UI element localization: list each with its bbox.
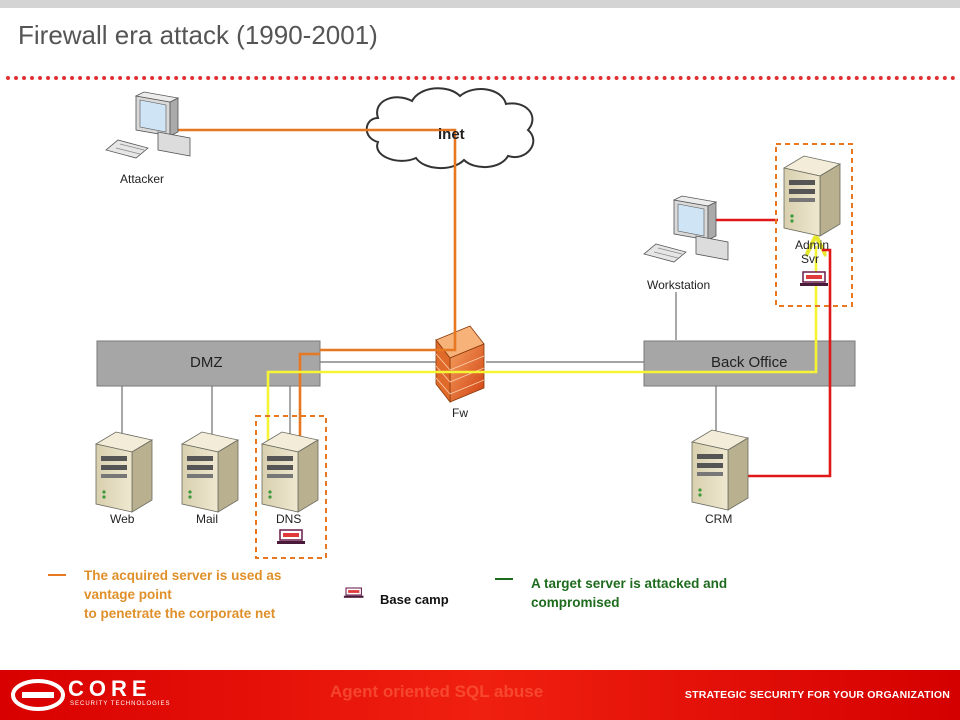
- dns-highlight-box: [255, 415, 327, 559]
- dns-server-icon: [261, 431, 319, 513]
- page-title: Firewall era attack (1990-2001): [18, 20, 378, 50]
- title-divider: [6, 76, 956, 80]
- web-server-icon: [95, 431, 153, 513]
- mail-server-icon: [181, 431, 239, 513]
- top-bar: [0, 0, 960, 8]
- admin-server-icon: [783, 155, 841, 237]
- logo-text: CORE: [68, 676, 152, 701]
- dmz-segment: [96, 340, 321, 387]
- green-legend-text: A target server is attacked and compromi…: [531, 574, 727, 612]
- network-wiring: [121, 292, 717, 440]
- yellow-pivot-path: [266, 246, 816, 464]
- orange-legend-dash: [48, 574, 66, 576]
- footer-bar: CORE SECURITY TECHNOLOGIES Agent oriente…: [0, 670, 960, 720]
- web-label: Web: [110, 512, 135, 526]
- attacker-computer-icon: [105, 91, 191, 159]
- footer-subtitle: Agent oriented SQL abuse: [330, 682, 544, 701]
- workstation-computer-icon: [643, 195, 729, 263]
- green-legend-line1: A target server is attacked and: [531, 576, 728, 591]
- attacker-label: Attacker: [120, 172, 165, 186]
- admin-svr-label-line1: Admin: [795, 238, 830, 252]
- dns-label: DNS: [276, 512, 302, 526]
- firewall-icon: [435, 325, 485, 404]
- inet-label: inet: [438, 126, 465, 143]
- orange-legend-line2: vantage point: [84, 587, 172, 602]
- base-camp-legend-label: Base camp: [380, 592, 449, 607]
- mail-label: Mail: [196, 512, 219, 526]
- back-office-label: Back Office: [711, 354, 788, 371]
- inet-cloud: [365, 87, 535, 169]
- red-crm-path: [734, 248, 832, 476]
- workstation-label: Workstation: [647, 278, 711, 292]
- orange-legend-line1: The acquired server is used as: [84, 568, 282, 583]
- green-legend-dash: [495, 578, 513, 580]
- crm-server-icon: [691, 429, 749, 511]
- base-camp-icon-admin: [799, 271, 829, 287]
- footer-tagline: STRATEGIC SECURITY FOR YOUR ORGANIZATION: [684, 689, 950, 701]
- crm-label: CRM: [705, 512, 733, 526]
- back-office-segment: [643, 340, 856, 387]
- orange-legend-line3: to penetrate the corporate net: [84, 606, 276, 621]
- green-legend-line2: compromised: [531, 595, 620, 610]
- base-camp-icon-dns: [276, 529, 306, 545]
- admin-svr-highlight-box: [775, 143, 853, 307]
- orange-dns-path: [300, 352, 320, 464]
- orange-legend-text: The acquired server is used as vantage p…: [84, 566, 281, 623]
- admin-svr-label-line2: Svr: [801, 252, 819, 266]
- base-camp-legend-icon: [343, 587, 365, 599]
- core-logo-icon: [11, 679, 65, 711]
- logo-subtext: SECURITY TECHNOLOGIES: [70, 701, 171, 707]
- firewall-label: Fw: [452, 406, 468, 420]
- dmz-label: DMZ: [190, 354, 223, 371]
- orange-attack-path: [172, 128, 457, 352]
